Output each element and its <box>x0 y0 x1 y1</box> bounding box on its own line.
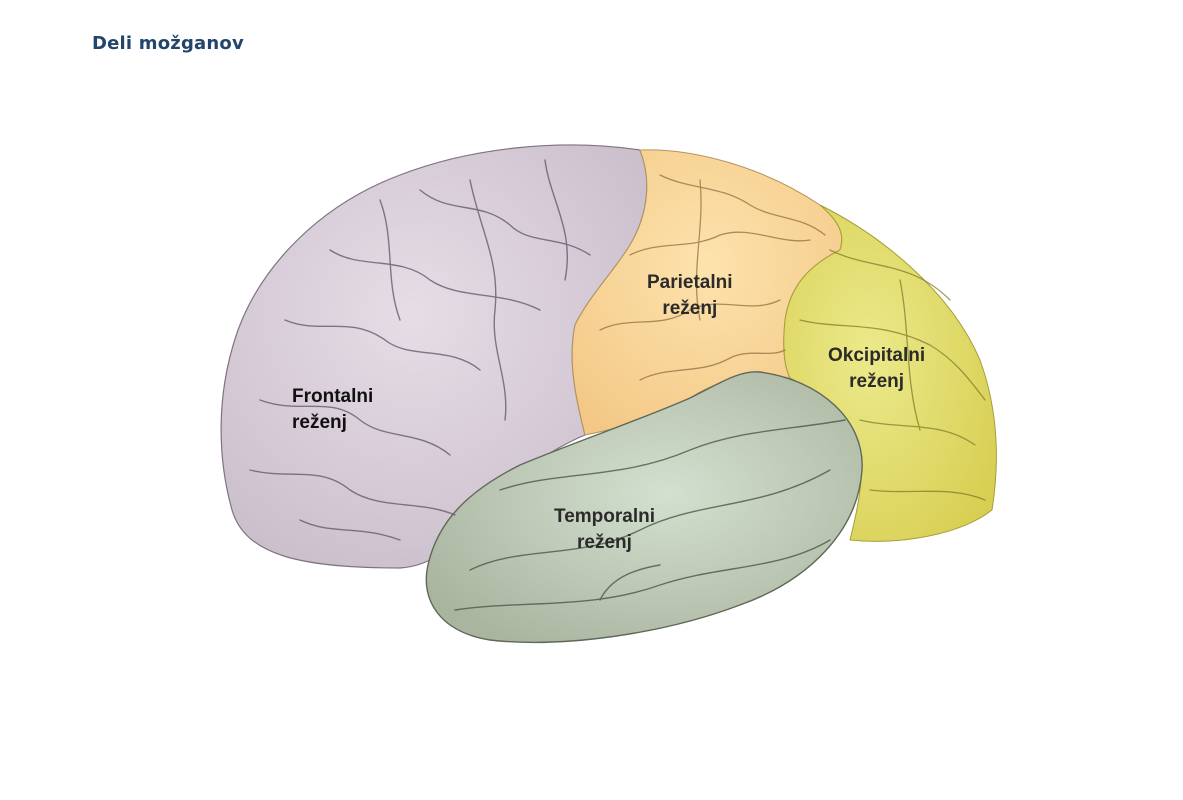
frontal-lobe-label: Frontalni reženj <box>292 384 373 436</box>
frontal-lobe-label-line2: reženj <box>292 412 347 433</box>
occipital-lobe-label: Okcipitalni reženj <box>828 343 925 395</box>
temporal-lobe-label: Temporalni reženj <box>554 504 655 556</box>
occipital-lobe-label-line2: reženj <box>849 371 905 392</box>
page-title: Deli možganov <box>92 33 244 54</box>
parietal-lobe-label-line1: Parietalni <box>647 272 733 293</box>
parietal-lobe-label: Parietalni reženj <box>647 270 733 322</box>
temporal-lobe-label-line2: reženj <box>577 532 632 553</box>
occipital-lobe <box>783 204 997 542</box>
parietal-lobe-label-line2: reženj <box>662 298 718 319</box>
occipital-lobe-label-line1: Okcipitalni <box>828 345 926 366</box>
temporal-lobe-label-line1: Temporalni <box>554 506 655 527</box>
frontal-lobe-label-line1: Frontalni <box>292 386 374 407</box>
temporal-lobe <box>425 371 863 643</box>
